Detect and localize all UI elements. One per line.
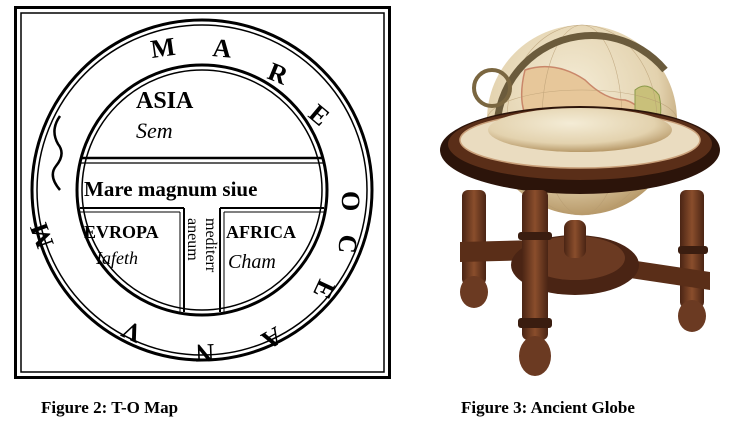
t-o-map-drawing: M A R E O C E A N V M	[14, 6, 391, 379]
ring-letter: C	[332, 233, 363, 254]
stand-legs-front	[518, 190, 708, 376]
figure-caption: Figure 3: Ancient Globe	[461, 398, 635, 417]
inner-frame	[20, 12, 385, 373]
ocean-rings	[30, 18, 374, 362]
crossbar-label: Mare magnum siue	[84, 177, 257, 201]
africa-label: AFRICA	[226, 222, 296, 242]
t-divider	[80, 156, 324, 312]
globe-illustration	[440, 24, 720, 376]
region-labels: ASIA Sem Mare magnum siue EVROPA Iafeth …	[84, 88, 296, 273]
stem-label-right: mediterr	[202, 218, 219, 273]
asia-label: ASIA	[136, 88, 194, 114]
ring-letter: A	[211, 33, 232, 64]
t-o-map-figure: M A R E O C E A N V M	[14, 6, 391, 379]
europa-son-label: Iafeth	[95, 248, 138, 268]
stem-label-left: aneum	[184, 218, 201, 261]
europa-label: EVROPA	[84, 222, 159, 242]
figure-caption: Figure 2: T-O Map	[41, 398, 179, 417]
africa-son-label: Cham	[228, 251, 276, 273]
ring-ornament	[51, 115, 63, 191]
ancient-globe-figure	[430, 10, 730, 382]
ring-letter: M	[149, 32, 177, 64]
horizon-ring	[440, 106, 720, 194]
hour-circle	[472, 68, 512, 108]
ring-letter: N	[195, 338, 215, 368]
asia-son-label: Sem	[136, 118, 173, 143]
ring-letter: O	[336, 191, 365, 211]
stand-base	[460, 220, 710, 295]
